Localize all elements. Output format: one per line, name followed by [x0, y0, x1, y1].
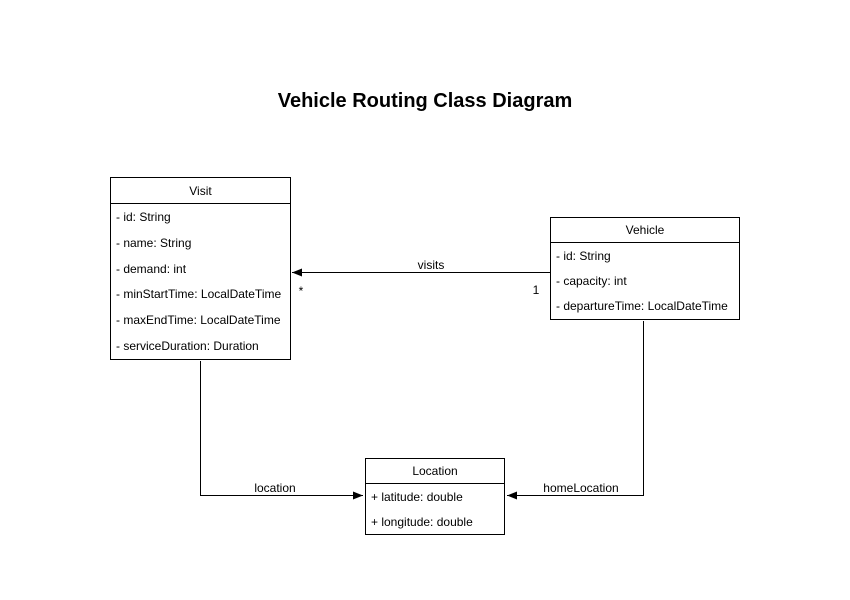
class-vehicle-attribute: - departureTime: LocalDateTime: [556, 299, 728, 314]
connector-home-location[interactable]: [507, 321, 644, 500]
multiplicity-visits-target: *: [298, 284, 304, 298]
class-visit-attribute: - id: String: [116, 209, 171, 224]
class-location-name: Location: [366, 459, 504, 484]
class-vehicle-name: Vehicle: [551, 218, 739, 243]
connector-home-location-label: homeLocation: [541, 481, 621, 495]
class-vehicle-attribute: - capacity: int: [556, 273, 627, 288]
class-box-location[interactable]: Location + latitude: double + longitude:…: [365, 458, 505, 535]
class-visit-name: Visit: [111, 178, 290, 204]
diagram-title: Vehicle Routing Class Diagram: [277, 90, 573, 112]
class-vehicle-attribute: - id: String: [556, 248, 611, 263]
class-location-attribute: + longitude: double: [371, 514, 473, 529]
class-location-attributes: + latitude: double + longitude: double: [366, 484, 504, 534]
class-visit-attribute: - maxEndTime: LocalDateTime: [116, 313, 281, 328]
class-visit-attribute: - name: String: [116, 235, 192, 250]
class-visit-attributes: - id: String - name: String - demand: in…: [111, 204, 290, 359]
connector-location-label: location: [252, 481, 298, 495]
class-box-vehicle[interactable]: Vehicle - id: String - capacity: int - d…: [550, 217, 740, 320]
class-location-attribute: + latitude: double: [371, 489, 463, 504]
class-visit-attribute: - serviceDuration: Duration: [116, 339, 259, 354]
connector-visits-label: visits: [415, 258, 447, 272]
class-box-visit[interactable]: Visit - id: String - name: String - dema…: [110, 177, 291, 360]
class-visit-attribute: - minStartTime: LocalDateTime: [116, 287, 282, 302]
multiplicity-visits-source: 1: [532, 283, 540, 297]
class-vehicle-attributes: - id: String - capacity: int - departure…: [551, 243, 739, 319]
connector-location[interactable]: [200, 361, 364, 500]
class-visit-attribute: - demand: int: [116, 261, 187, 276]
